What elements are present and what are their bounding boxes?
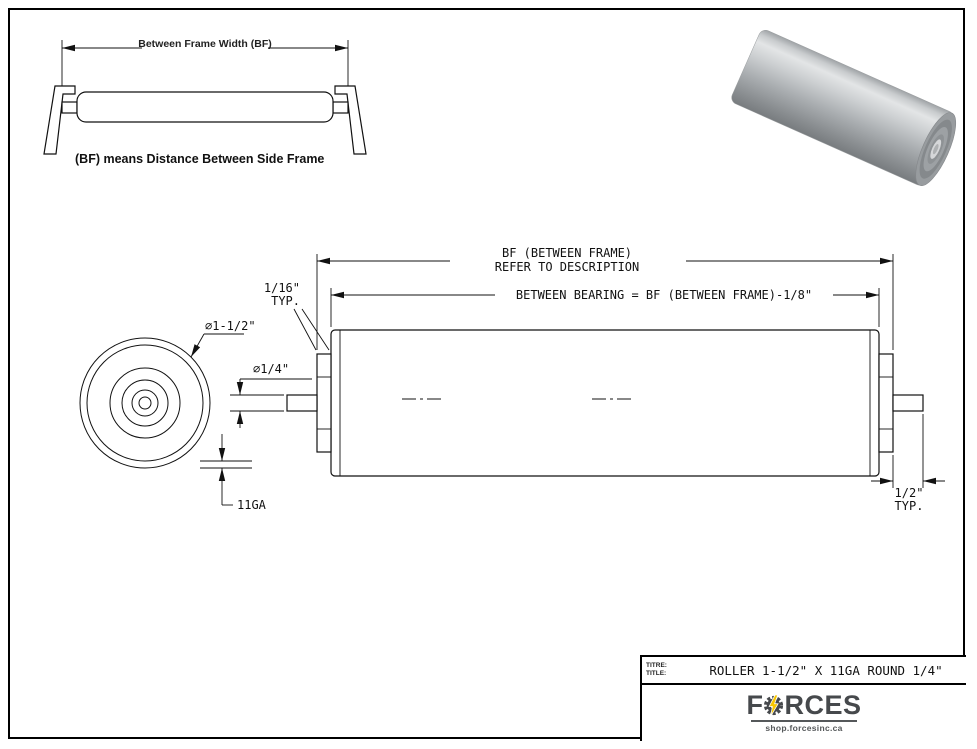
axle-dia-label: ∅1/4" — [253, 362, 289, 376]
side-frame-right — [334, 85, 367, 155]
bf-dim-label-line2: REFER TO DESCRIPTION — [495, 260, 640, 274]
gauge-label: 11GA — [237, 498, 267, 512]
roller-3d-endcap — [915, 112, 957, 186]
bearing-housing-left — [316, 353, 332, 453]
between-bearing-label: BETWEEN BEARING = BF (BETWEEN FRAME)-1/8… — [516, 288, 812, 302]
side-frame-left — [43, 85, 76, 155]
tube-inner-circle — [86, 344, 204, 462]
stub-typ-label: TYP. — [895, 499, 924, 513]
brand-letters-rest: RCES — [784, 689, 862, 720]
roller-diameter-label: ∅1-1/2" — [205, 319, 256, 333]
label-titre: TITRE: — [646, 662, 667, 669]
gear-lightning-icon — [764, 694, 784, 716]
axle-right — [892, 394, 924, 412]
side-view — [286, 329, 924, 477]
label-title: TITLE: — [646, 669, 667, 677]
bearing-inner-circle — [131, 389, 159, 417]
roller-tube-body — [330, 329, 880, 477]
brand-row: F RCES shop.forcesinc.ca — [642, 685, 966, 739]
gap-typ-label: TYP. — [271, 294, 300, 308]
drawing-title: ROLLER 1-1/2" X 11GA ROUND 1/4" — [709, 662, 943, 678]
axle-stub-left — [61, 101, 78, 114]
bf-legend-caption: (BF) means Distance Between Side Frame — [75, 152, 324, 166]
tube-outer-circle — [79, 337, 211, 469]
stub-dimension: 1/2" TYP. — [871, 414, 945, 513]
brand-website: shop.forcesinc.ca — [751, 719, 857, 733]
bf-dimension: BF (BETWEEN FRAME) REFER TO DESCRIPTION — [316, 246, 894, 350]
gap-dimension: 1/16" TYP. — [264, 281, 330, 351]
axle-hole-circle — [138, 396, 152, 410]
axle-diameter-dimension: ∅1/4" — [230, 362, 312, 428]
roller-3d-view — [731, 29, 957, 186]
gauge-dimension: 11GA — [200, 434, 267, 512]
roller-body-legend — [76, 91, 334, 123]
bearing-mid-circle — [121, 379, 169, 427]
axle-stub-right — [332, 101, 349, 114]
stub-dim-label: 1/2" — [895, 486, 924, 500]
title-labels: TITRE: TITLE: — [642, 662, 686, 677]
forces-logo: F RCES — [746, 689, 862, 720]
end-view: ∅1-1/2" 11GA — [79, 319, 267, 512]
title-row: TITRE: TITLE: ROLLER 1-1/2" X 11GA ROUND… — [642, 657, 966, 685]
title-block: TITRE: TITLE: ROLLER 1-1/2" X 11GA ROUND… — [640, 655, 966, 741]
roller-dia-leader-arrow — [190, 333, 205, 358]
gap-dim-label: 1/16" — [264, 281, 300, 295]
bf-legend-diagram: Between Frame Width (BF) (BF) means Dist… — [43, 38, 367, 166]
bearing-housing-right — [878, 353, 894, 453]
bf-legend-dim-label: Between Frame Width (BF) — [138, 38, 272, 50]
bearing-outer-circle — [109, 367, 181, 439]
axle-left — [286, 394, 318, 412]
bf-dim-label-line1: BF (BETWEEN FRAME) — [502, 246, 632, 260]
between-bearing-dimension: BETWEEN BEARING = BF (BETWEEN FRAME)-1/8… — [330, 288, 880, 327]
brand-letter-f: F — [746, 689, 764, 720]
